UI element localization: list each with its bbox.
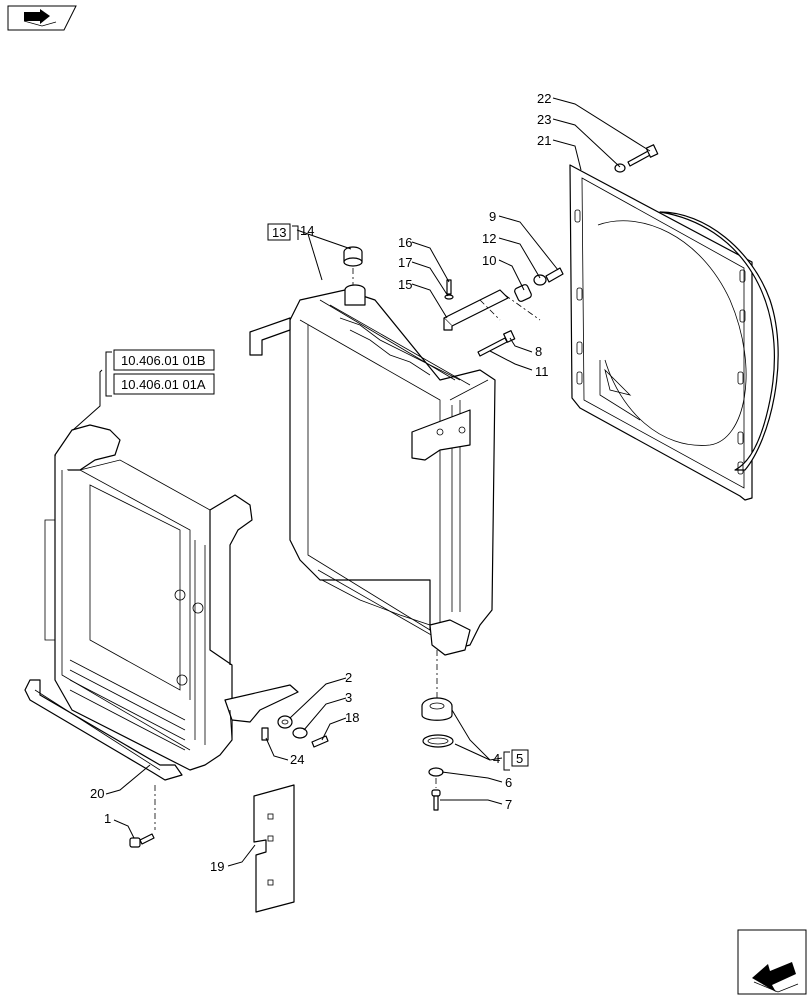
callout-6: 6 — [505, 775, 512, 790]
support-bar — [24, 679, 183, 830]
ref-box-13[interactable]: 13 — [267, 223, 291, 241]
callout-4: 4 — [493, 751, 500, 766]
arrow-left-icon — [23, 9, 57, 27]
ref-box-b-label: 10.406.01 01B — [121, 353, 206, 368]
callout-16: 16 — [398, 235, 412, 250]
ref-box-a[interactable]: 10.406.01 01A — [113, 373, 215, 395]
callout-22: 22 — [537, 91, 551, 106]
arrow-right-icon — [752, 962, 799, 993]
callout-14: 14 — [300, 223, 314, 238]
mount-parts-left — [261, 715, 329, 748]
callout-12: 12 — [482, 231, 496, 246]
ref-box-13-label: 13 — [272, 225, 286, 240]
callout-2: 2 — [345, 670, 352, 685]
callout-23: 23 — [537, 112, 551, 127]
upper-mount-assembly — [443, 267, 564, 357]
ref-box-a-label: 10.406.01 01A — [121, 377, 206, 392]
ref-box-5[interactable]: 5 — [511, 749, 529, 767]
radiator — [249, 284, 496, 656]
intercooler — [44, 424, 299, 771]
callout-11: 11 — [535, 364, 549, 379]
fan-shroud — [569, 164, 779, 501]
plate-19 — [253, 784, 295, 913]
lower-mount-parts — [421, 650, 454, 811]
nav-prev-button[interactable] — [7, 5, 77, 31]
callout-24: 24 — [290, 752, 304, 767]
callout-3: 3 — [345, 690, 352, 705]
callout-9: 9 — [489, 209, 496, 224]
callout-17: 17 — [398, 255, 412, 270]
callout-20: 20 — [90, 786, 104, 801]
leader-lines — [72, 97, 651, 867]
ref-box-5-label: 5 — [516, 751, 523, 766]
callout-15: 15 — [398, 277, 412, 292]
callout-1: 1 — [104, 811, 111, 826]
callout-21: 21 — [537, 133, 551, 148]
ref-box-b[interactable]: 10.406.01 01B — [113, 349, 215, 371]
callout-7: 7 — [505, 797, 512, 812]
screw-22 — [614, 144, 659, 173]
radiator-cap — [343, 246, 363, 285]
callout-10: 10 — [482, 253, 496, 268]
callout-19: 19 — [210, 859, 224, 874]
callout-18: 18 — [345, 710, 359, 725]
callout-8: 8 — [535, 344, 542, 359]
callout-labels: 22 23 21 9 12 10 16 17 15 8 11 14 2 3 18… — [90, 91, 551, 874]
nav-next-button[interactable] — [737, 929, 807, 995]
screw-1 — [129, 833, 155, 848]
